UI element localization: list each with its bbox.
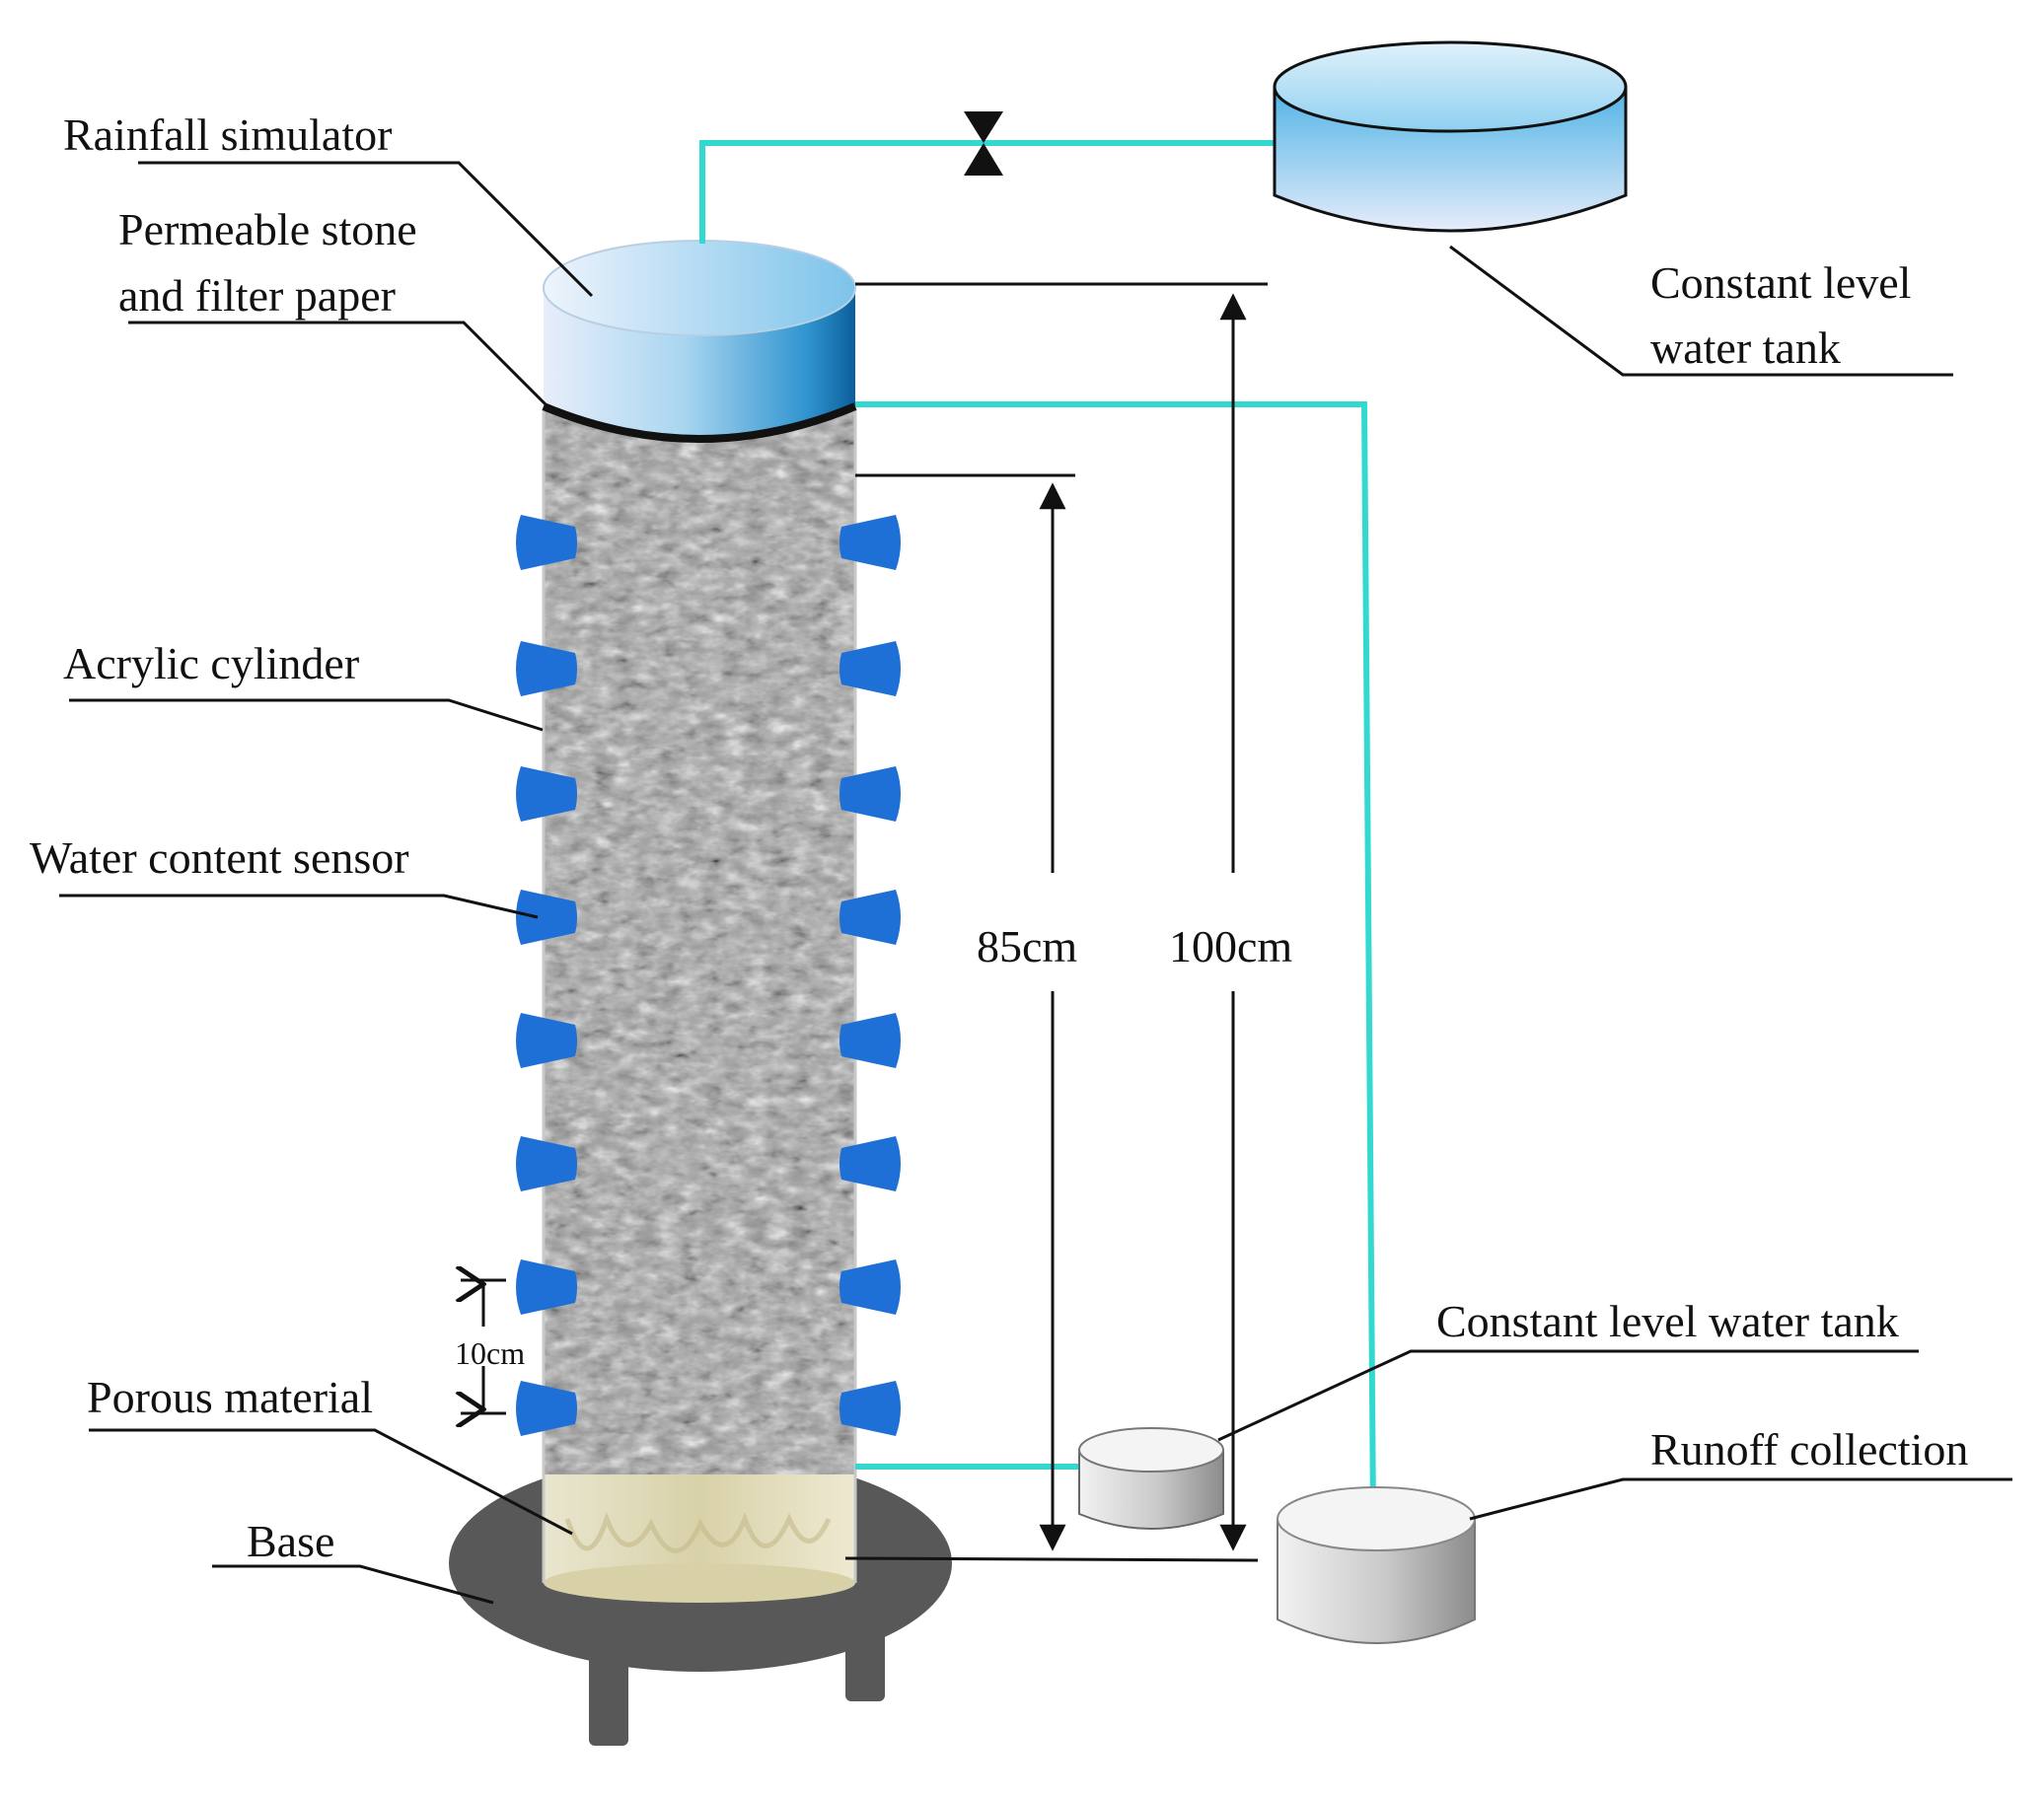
label-constant-level-tank-top-line2: water tank <box>1650 323 1841 373</box>
water-content-sensor-right <box>840 1259 901 1315</box>
dimension-lines: 85cm 100cm 10cm <box>455 282 1292 1562</box>
constant-level-tank-small <box>1078 1427 1224 1530</box>
rainfall-simulator <box>542 240 857 443</box>
label-acrylic-cylinder: Acrylic cylinder <box>63 638 359 688</box>
water-content-sensor-right <box>840 641 901 696</box>
water-content-sensor-left <box>516 515 577 570</box>
label-base: Base <box>247 1516 334 1566</box>
label-permeable-stone-line2: and filter paper <box>118 270 396 321</box>
water-content-sensor-right <box>840 1136 901 1191</box>
label-permeable-stone-line1: Permeable stone <box>118 204 417 254</box>
label-constant-level-tank-small: Constant level water tank <box>1436 1296 1899 1346</box>
water-content-sensor-right <box>840 766 901 822</box>
valve-icon <box>964 111 1003 176</box>
dim-label-85cm: 85cm <box>977 921 1077 971</box>
dim-100-bottom-ref <box>844 1556 1259 1562</box>
water-content-sensor-right <box>840 890 901 945</box>
permeable-stone-filter-paper <box>542 402 857 443</box>
dim-label-100cm: 100cm <box>1169 921 1292 971</box>
constant-level-tank-top <box>1273 40 1628 233</box>
water-content-sensor-left <box>516 1259 577 1315</box>
water-content-sensor-left <box>516 766 577 822</box>
water-content-sensor-right <box>840 515 901 570</box>
water-content-sensor-left <box>516 1013 577 1068</box>
labels: Rainfall simulator Permeable stone and f… <box>30 109 1968 1566</box>
runoff-pipe <box>855 401 1376 1515</box>
water-content-sensor-left <box>516 1136 577 1191</box>
water-content-sensor-right <box>840 1013 901 1068</box>
runoff-collection-container <box>1277 1486 1476 1644</box>
label-rainfall-simulator: Rainfall simulator <box>63 109 392 160</box>
label-constant-level-tank-top-line1: Constant level <box>1650 257 1911 308</box>
water-content-sensor-left <box>516 1381 577 1436</box>
acrylic-cylinder <box>542 409 857 1583</box>
water-content-sensor-left <box>516 641 577 696</box>
leader-lines <box>59 161 2012 1605</box>
supply-pipe <box>699 140 1302 244</box>
water-content-sensors <box>516 515 901 1436</box>
dim-label-10cm: 10cm <box>455 1335 525 1371</box>
label-runoff-collection: Runoff collection <box>1650 1424 1968 1474</box>
water-content-sensor-right <box>840 1381 901 1436</box>
label-porous-material: Porous material <box>87 1372 373 1422</box>
label-water-content-sensor: Water content sensor <box>30 832 409 883</box>
porous-material-layer <box>544 1470 855 1603</box>
water-content-sensor-left <box>516 890 577 945</box>
